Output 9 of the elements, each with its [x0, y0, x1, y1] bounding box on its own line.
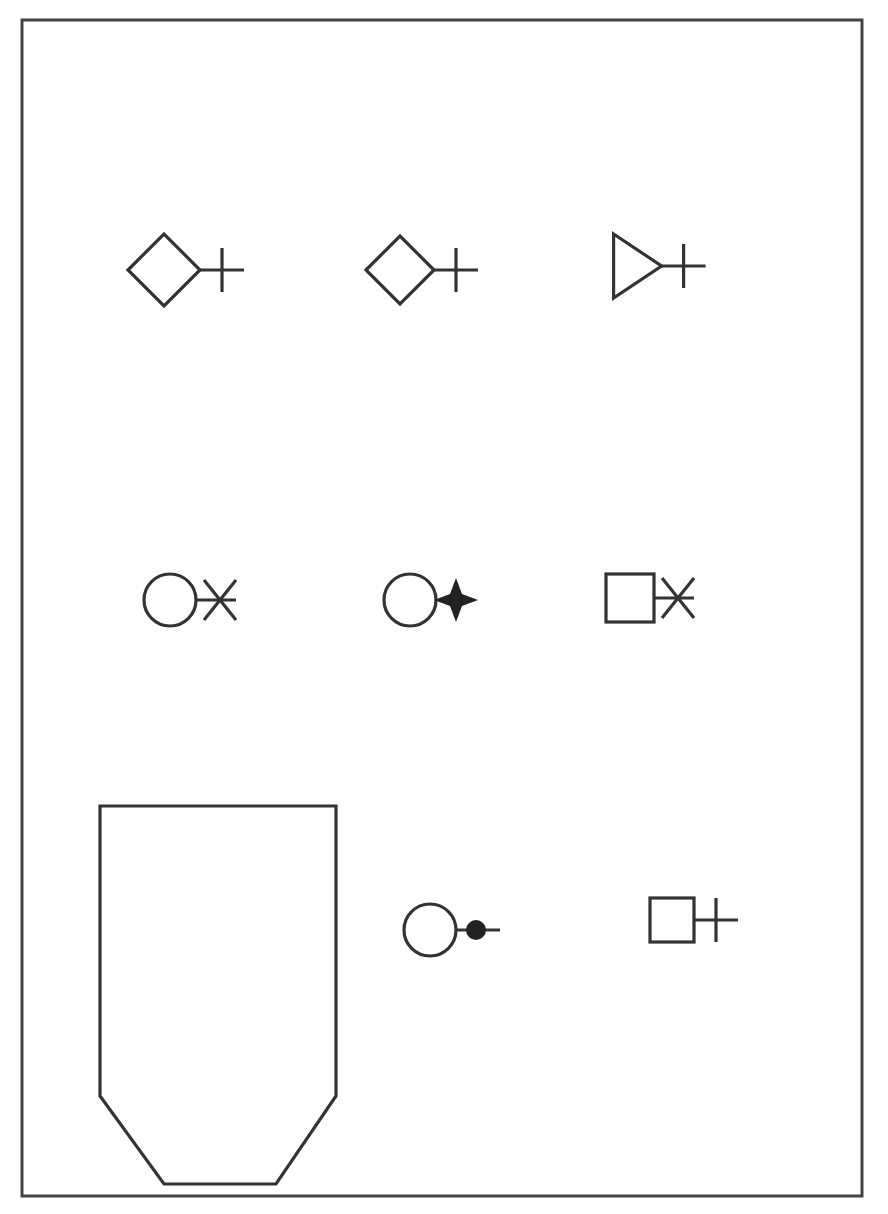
triangle-symbol [612, 231, 706, 301]
circle-symbol [382, 572, 478, 628]
square-symbol [604, 572, 696, 624]
circle-symbol [402, 902, 500, 958]
circle-symbol [142, 572, 238, 628]
square-symbol [648, 896, 738, 944]
diamond-symbol [125, 231, 244, 309]
diamond-symbol [363, 233, 478, 307]
answer-shape [98, 804, 338, 1186]
